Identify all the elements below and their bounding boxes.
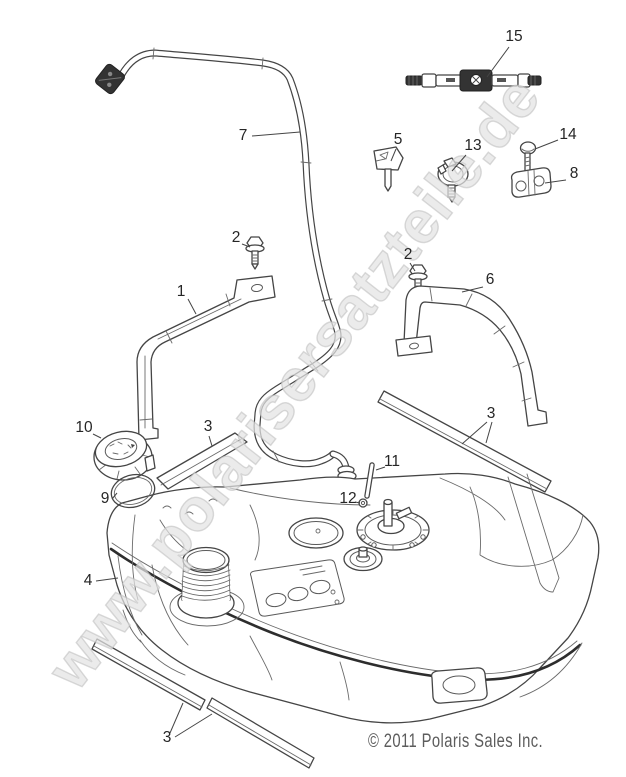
callout-label: 6 <box>486 271 495 288</box>
foam-strip-upper-left <box>156 432 248 490</box>
callout-label: 14 <box>559 126 577 143</box>
callout-label: 4 <box>84 572 93 589</box>
callout-leader-line <box>390 148 397 162</box>
fuel-pump-flange <box>356 498 430 551</box>
filler-neck <box>169 546 245 627</box>
fuel-filter <box>405 69 542 92</box>
fuel-cap <box>93 430 156 481</box>
clamp-13 <box>437 157 469 203</box>
vent-tube <box>364 462 375 499</box>
tank-outline <box>106 472 600 724</box>
clip-8 <box>510 167 552 198</box>
strap-right <box>395 285 548 427</box>
access-cover <box>288 517 344 549</box>
callout-leader-line <box>95 577 119 582</box>
callout-label: 9 <box>101 490 110 507</box>
callout-label: 2 <box>232 229 241 246</box>
callout-leader-line <box>486 46 510 78</box>
callout-leader-line <box>451 154 467 172</box>
callout-leader-line <box>534 139 559 150</box>
foam-strip-bottom-a <box>91 638 206 711</box>
callout-label: 3 <box>204 418 213 435</box>
filter-right-marking <box>497 78 506 82</box>
hose-quick-connector <box>95 63 125 95</box>
grommet <box>358 498 368 508</box>
callout-leader-line <box>544 179 567 184</box>
molded-label-panel <box>250 559 345 617</box>
callout-leader-line <box>485 421 493 444</box>
callout-leader-line <box>241 243 251 248</box>
callout-label: 7 <box>239 127 248 144</box>
callout-leader-line <box>174 713 213 738</box>
callout-label: 12 <box>339 490 356 507</box>
callout-label: 13 <box>464 137 481 154</box>
callout-leader-line <box>169 702 184 734</box>
filter-left-marking <box>446 78 455 82</box>
tank-detail-lines <box>117 473 584 701</box>
callout-leader-line <box>461 421 488 445</box>
callout-leader-line <box>461 286 484 293</box>
fuel-hose <box>95 47 357 485</box>
tank-foot <box>430 667 488 704</box>
callout-label: 1 <box>177 283 186 300</box>
flange-bolt-left <box>245 236 265 270</box>
callout-leader-line <box>111 492 118 500</box>
callout-label: 11 <box>384 453 400 470</box>
strap-left <box>136 275 276 441</box>
callout-leader-line <box>409 262 416 272</box>
cap-arrow <box>131 444 135 448</box>
callout-label: 3 <box>487 405 496 422</box>
fuel-tank <box>106 472 600 724</box>
rollover-valve <box>343 546 383 572</box>
hose-segment-ticks <box>152 47 333 463</box>
callout-leader-line <box>375 466 386 471</box>
flange-bolt-right <box>408 264 428 298</box>
callout-label: 3 <box>163 729 172 746</box>
callout-leader-line <box>354 501 361 504</box>
callout-leader-line <box>187 298 197 315</box>
callout-leader-line <box>92 433 102 439</box>
clip-5 <box>373 146 404 192</box>
callout-label: 2 <box>404 246 413 263</box>
callout-leader-line <box>208 435 213 447</box>
callout-label: 5 <box>394 131 403 148</box>
foam-strip-bottom-b <box>206 697 315 769</box>
callout-leader-line <box>251 131 301 137</box>
callout-label: 15 <box>505 28 522 45</box>
copyright-text: © 2011 Polaris Sales Inc. <box>368 731 543 752</box>
callout-label: 8 <box>570 165 579 182</box>
callout-label: 10 <box>75 419 93 436</box>
